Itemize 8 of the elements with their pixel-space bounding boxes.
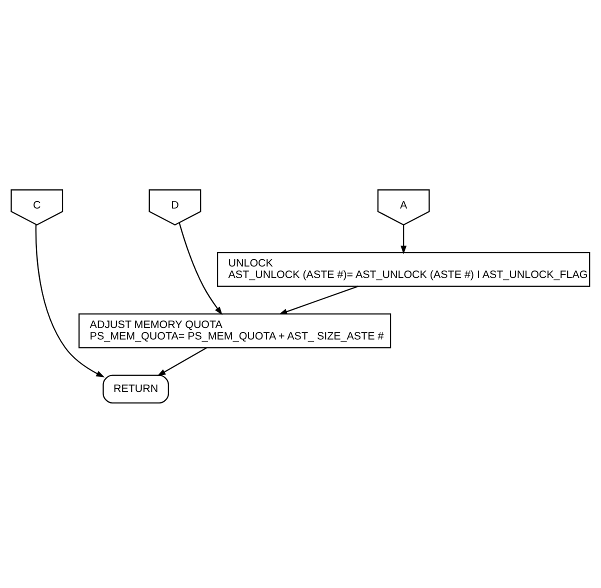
arrow	[35, 224, 105, 377]
arrow	[157, 346, 207, 376]
node-box: UNLOCK AST_UNLOCK (ASTE #)= AST_UNLOCK (ASTE #) I AST_UNLOCK_FLAG	[216, 252, 590, 286]
arrow	[278, 285, 358, 314]
arrow	[178, 222, 222, 315]
node-box: ADJUST MEMORY QUOTA PS_MEM_QUOTA= PS_MEM_QUOTA + AST_ SIZE_ASTE #	[78, 312, 392, 348]
node-box: RETURN	[102, 374, 170, 403]
arrow	[400, 224, 407, 254]
